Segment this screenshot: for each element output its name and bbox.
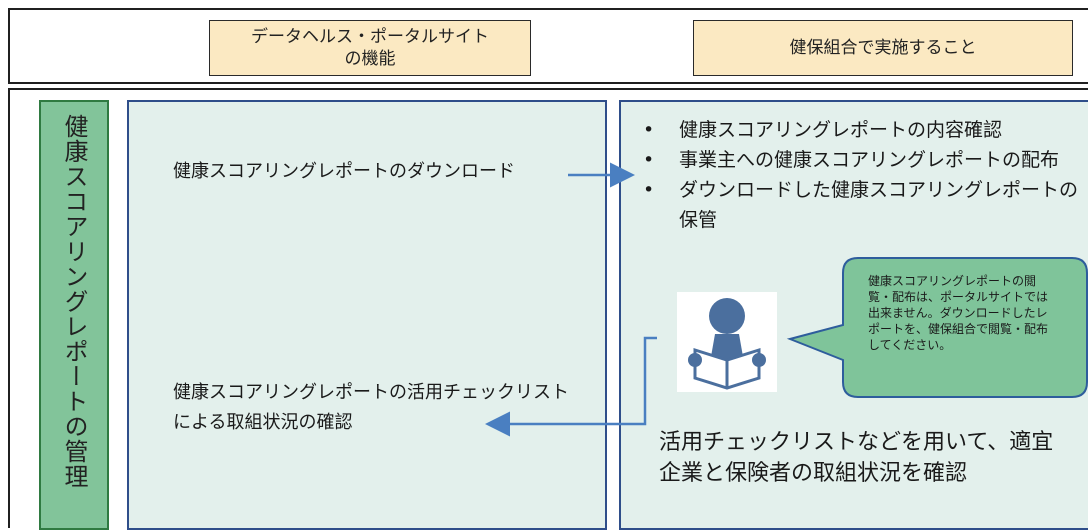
portal-functions-panel [127, 100, 607, 530]
portal-functions-header-line1: データヘルス・ポータルサイト [251, 27, 489, 47]
list-item: 健康スコアリングレポートの内容確認 [643, 115, 1088, 145]
union-tasks-list: 健康スコアリングレポートの内容確認 事業主への健康スコアリングレポートの配布 ダ… [643, 115, 1088, 235]
portal-functions-header-line2: の機能 [344, 49, 396, 69]
bottom-instruction-text: 活用チェックリストなどを用いて、適宜企業と保険者の取組状況を確認 [659, 430, 1054, 486]
management-label-box: 健康スコアリングレポートの管理 [39, 100, 109, 530]
body-frame [8, 88, 1088, 528]
management-label: 健康スコアリングレポートの管理 [60, 114, 88, 489]
portal-functions-header: データヘルス・ポータルサイト の機能 [209, 20, 531, 76]
list-item: ダウンロードした健康スコアリングレポートの保管 [643, 175, 1088, 235]
checklist-status-text: 健康スコアリングレポートの活用チェックリストによる取組状況の確認 [173, 382, 569, 433]
header-frame [8, 8, 1088, 84]
download-report-text: 健康スコアリングレポートのダウンロード [173, 161, 515, 182]
callout-text: 健康スコアリングレポートの閲覧・配布は、ポータルサイトでは出来ません。ダウンロー… [868, 274, 1049, 352]
union-tasks-header: 健保組合で実施すること [693, 20, 1073, 76]
list-item: 事業主への健康スコアリングレポートの配布 [643, 145, 1088, 175]
person-reading-icon [677, 292, 777, 392]
